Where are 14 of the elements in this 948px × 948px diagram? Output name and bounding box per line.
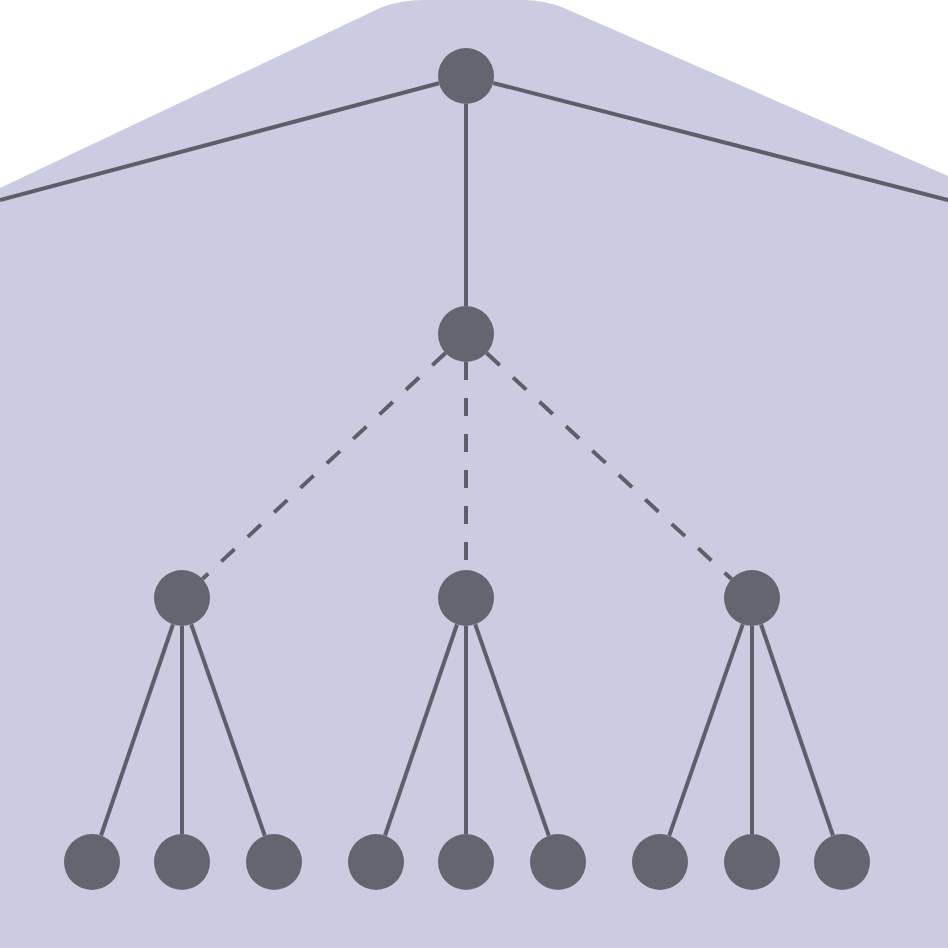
connector-line [99,623,175,837]
connector-line [464,104,468,306]
dashed-connector [201,351,447,581]
connector-line [464,626,468,834]
connector-line [667,623,745,837]
connector-line [180,626,184,834]
connector-line [0,81,440,202]
dashed-connector [485,351,733,581]
connector-line [492,81,948,202]
connector-line [473,623,551,837]
connector-line [750,626,754,834]
connector-line [189,623,267,837]
connector-line [383,623,459,837]
connector-line [759,623,835,837]
